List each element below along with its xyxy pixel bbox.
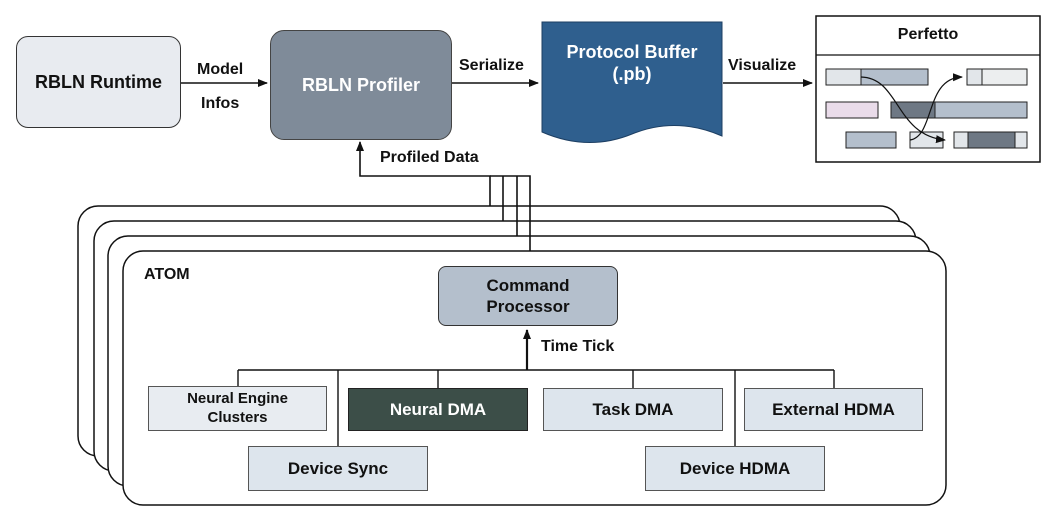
perfetto-slice <box>934 101 1028 119</box>
perfetto-slice <box>953 131 969 149</box>
time-tick-label: Time Tick <box>541 338 615 355</box>
rbln-profiler-box: RBLN Profiler <box>270 30 452 140</box>
neural-engine-clusters-box: Neural Engine Clusters <box>148 386 327 431</box>
neural-dma-box: Neural DMA <box>348 388 528 431</box>
model-infos-line1: Model <box>197 61 244 78</box>
task-dma-label: Task DMA <box>592 399 674 419</box>
perfetto-slice <box>845 131 897 149</box>
perfetto-title: Perfetto <box>897 26 959 43</box>
visualize-label: Visualize <box>728 57 797 74</box>
task-dma-box: Task DMA <box>543 388 723 431</box>
command-processor-line1: Command <box>486 275 570 295</box>
atom-front-card <box>122 250 947 506</box>
profiled-data-label: Profiled Data <box>380 149 479 166</box>
device-hdma-label: Device HDMA <box>679 458 791 478</box>
perfetto-flow-arrow <box>860 76 946 144</box>
neural-engine-line2: Clusters <box>207 408 268 426</box>
neural-dma-label: Neural DMA <box>389 399 487 419</box>
device-sync-label: Device Sync <box>287 458 389 478</box>
neural-engine-line1: Neural Engine <box>187 389 288 407</box>
perfetto-slice <box>1014 131 1028 149</box>
rbln-profiler-label: RBLN Profiler <box>301 74 420 95</box>
protocol-buffer-line1: Protocol Buffer <box>566 41 698 62</box>
atom-title: ATOM <box>144 266 190 283</box>
perfetto-slice <box>981 68 1028 86</box>
perfetto-slice <box>860 68 929 86</box>
rbln-runtime-label: RBLN Runtime <box>35 71 162 92</box>
external-hdma-box: External HDMA <box>744 388 923 431</box>
device-sync-box: Device Sync <box>248 446 428 491</box>
rbln-runtime-box: RBLN Runtime <box>16 36 181 128</box>
protocol-buffer-line2: (.pb) <box>612 64 652 84</box>
external-hdma-label: External HDMA <box>772 399 895 419</box>
serialize-label: Serialize <box>459 57 524 74</box>
perfetto-slice <box>967 131 1016 149</box>
model-infos-line2: Infos <box>201 95 240 112</box>
device-hdma-box: Device HDMA <box>645 446 825 491</box>
protocol-buffer-text: Protocol Buffer (.pb) <box>542 36 722 90</box>
model-infos-label: Model Infos <box>197 53 243 121</box>
command-processor-line2: Processor <box>486 297 570 316</box>
perfetto-flow-arrow <box>909 73 963 141</box>
perfetto-slice <box>825 101 879 119</box>
perfetto-slice <box>966 68 983 86</box>
arrow-profiled-data <box>356 141 491 206</box>
protocol-buffer-shape <box>541 21 723 143</box>
profiled-data-line-4 <box>490 175 531 251</box>
command-processor-box: Command Processor <box>438 266 618 326</box>
perfetto-slice <box>825 68 862 86</box>
